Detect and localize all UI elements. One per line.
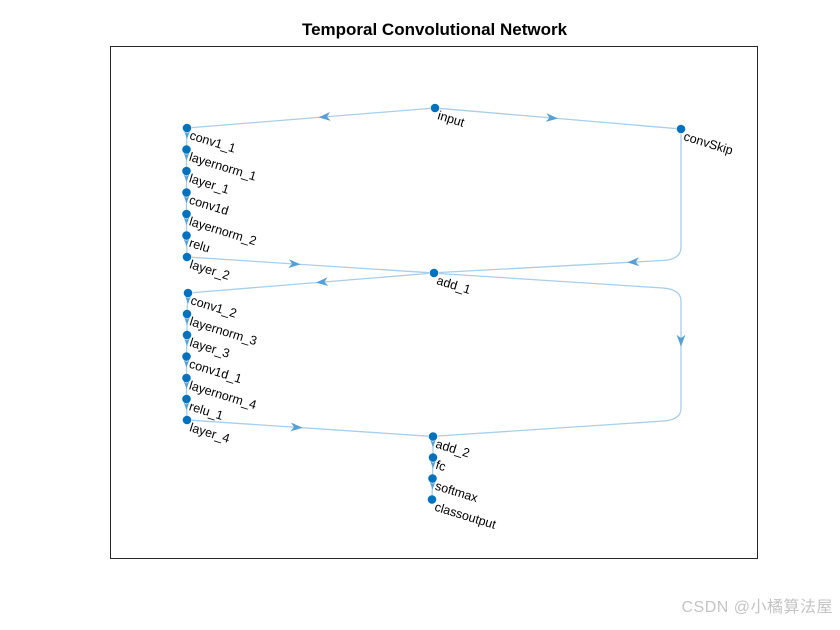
- arrowhead-icon: [430, 440, 436, 448]
- nodes: [182, 103, 686, 504]
- node-layernorm_1: [182, 145, 191, 154]
- arrowhead-icon: [676, 334, 686, 347]
- edge-convSkip-add_1: [438, 134, 682, 274]
- node-label-relu: relu: [188, 236, 212, 255]
- arrowhead-icon: [183, 360, 190, 368]
- node-label-input: input: [436, 108, 467, 129]
- edge-add_1-conv1_2: [192, 272, 430, 294]
- edge-input-conv1_1: [191, 107, 431, 129]
- arrowhead-icon: [183, 381, 190, 389]
- node-layer_3: [182, 330, 192, 340]
- node-conv1d: [182, 188, 191, 197]
- edge-layer_4-add_2: [191, 419, 429, 437]
- arrowhead-icon: [430, 461, 436, 469]
- node-label-relu_1: relu_1: [188, 399, 225, 423]
- watermark: CSDN @小橘算法屋: [681, 599, 833, 616]
- node-layernorm_3: [182, 309, 192, 319]
- node-label-classoutput: classoutput: [433, 500, 498, 532]
- arrowhead-icon: [184, 338, 190, 346]
- node-add_2: [428, 432, 438, 441]
- node-layernorm_4: [182, 373, 191, 383]
- arrowhead-icon: [183, 174, 190, 182]
- node-classoutput: [427, 495, 437, 504]
- arrowhead-icon: [545, 113, 558, 122]
- node-label-add_2: add_2: [434, 437, 471, 461]
- node-conv1d_1: [182, 352, 191, 361]
- arrowhead-icon: [184, 131, 190, 139]
- node-conv1_2: [183, 288, 193, 298]
- node-label-add_1: add_1: [435, 273, 472, 297]
- node-softmax: [428, 474, 437, 483]
- arrowhead-icon: [627, 257, 640, 267]
- arrowhead-icon: [183, 402, 190, 410]
- node-label-layer_2: layer_2: [188, 257, 231, 282]
- node-relu: [182, 231, 191, 240]
- arrowhead-icon: [290, 422, 303, 432]
- node-input: [430, 103, 440, 113]
- node-conv1_1: [182, 123, 192, 133]
- node-labels: inputconvSkipconv1_1layernorm_1layer_1co…: [188, 108, 735, 532]
- node-layer_4: [182, 415, 192, 425]
- axes-box: [110, 46, 758, 559]
- node-layer_2: [182, 252, 192, 262]
- arrowhead-icon: [185, 296, 191, 304]
- arrowhead-icon: [318, 112, 331, 121]
- edge-layer_2-add_1: [191, 256, 430, 274]
- edge-input-convSkip: [439, 107, 677, 130]
- arrowhead-icon: [315, 277, 329, 287]
- node-add_1: [429, 268, 439, 278]
- arrowhead-icon: [183, 239, 190, 247]
- edge-add_1-add_2: [437, 272, 682, 437]
- arrowhead-icon: [288, 259, 301, 268]
- node-relu_1: [182, 394, 191, 404]
- arrowhead-icon: [183, 153, 190, 161]
- node-layer_1: [182, 166, 191, 176]
- node-label-fc: fc: [434, 458, 447, 474]
- arrowhead-icon: [183, 217, 190, 225]
- node-fc: [428, 453, 438, 462]
- arrowhead-icon: [184, 317, 190, 325]
- arrowheads: [183, 112, 686, 490]
- node-label-convSkip: convSkip: [682, 129, 735, 157]
- arrowhead-icon: [183, 196, 190, 204]
- node-convSkip: [676, 124, 686, 134]
- edges: [185, 107, 682, 500]
- figure-title: Temporal Convolutional Network: [301, 20, 568, 39]
- node-label-layer_4: layer_4: [188, 420, 231, 445]
- node-layernorm_2: [182, 209, 191, 219]
- arrowhead-icon: [429, 482, 436, 490]
